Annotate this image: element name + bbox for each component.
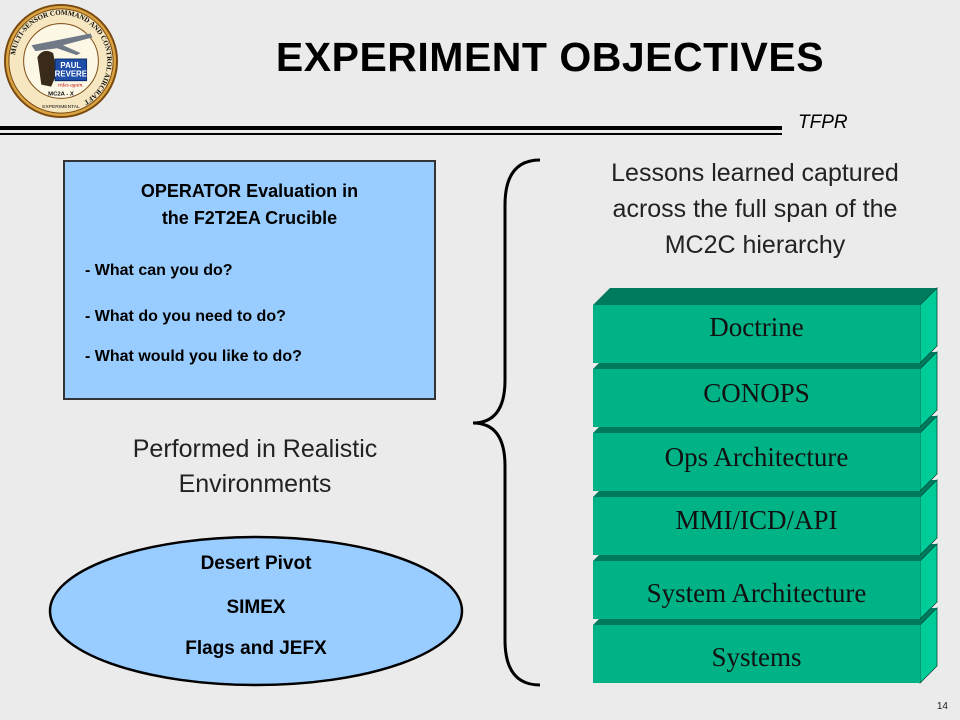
layer-mmi-icd-api: MMI/ICD/API [675,505,838,535]
lessons-line2: across the full span of the [612,195,898,223]
logo-motto: rides again. [58,83,84,89]
operator-question-3: - What would you like to do? [85,348,302,365]
aircraft-icon [31,33,93,56]
performed-text: Performed in Realistic Environments [70,432,440,502]
hierarchy-layer-block [593,607,938,684]
environment-flags-jefx: Flags and JEFX [185,638,327,659]
page-title: EXPERIMENT OBJECTIVES [275,34,825,80]
lessons-line1: Lessons learned captured [611,159,899,187]
rider-icon [37,50,58,87]
operator-question-1: - What can you do? [85,262,233,279]
operator-title-line1: OPERATOR Evaluation in [140,181,359,201]
environments-ellipse [48,535,464,687]
layer-system-architecture: System Architecture [646,578,867,608]
page-number: 14 [936,701,948,712]
lessons-line3: MC2C hierarchy [664,231,846,259]
layer-conops: CONOPS [703,378,810,408]
hierarchy-layer-block [593,479,938,556]
operator-evaluation-box: OPERATOR Evaluation in the F2T2EA Crucib… [63,160,436,400]
operator-title-line2: the F2T2EA Crucible [161,208,338,228]
paul-revere-logo: MULTI-SENSOR COMMAND AND CONTROL AIRCRAF… [3,3,119,119]
hierarchy-stack [593,287,938,684]
logo-model: MC2A - X [48,91,74,97]
operator-question-2: - What do you need to do? [85,308,286,325]
layer-ops-architecture: Ops Architecture [664,442,849,472]
environment-simex: SIMEX [226,597,286,618]
logo-name-2: REVERE [55,70,87,79]
layer-doctrine: Doctrine [709,312,804,342]
curly-brace [472,158,541,687]
layer-systems: Systems [711,642,802,672]
operator-box-title: OPERATOR Evaluation in the F2T2EA Crucib… [65,178,434,232]
hierarchy-layer-block [593,543,938,620]
environment-desert-pivot: Desert Pivot [200,553,312,574]
lessons-learned-text: Lessons learned captured across the full… [565,155,945,263]
performed-line2: Environments [178,470,332,498]
logo-bottom: EXPERIMENTAL [42,104,80,110]
header-rule-thin [0,133,782,135]
header-rule [0,126,782,130]
performed-line1: Performed in Realistic [132,435,378,463]
org-label: TFPR [798,112,848,133]
hierarchy-layer-block [593,287,938,364]
logo-name-1: PAUL [60,61,81,70]
